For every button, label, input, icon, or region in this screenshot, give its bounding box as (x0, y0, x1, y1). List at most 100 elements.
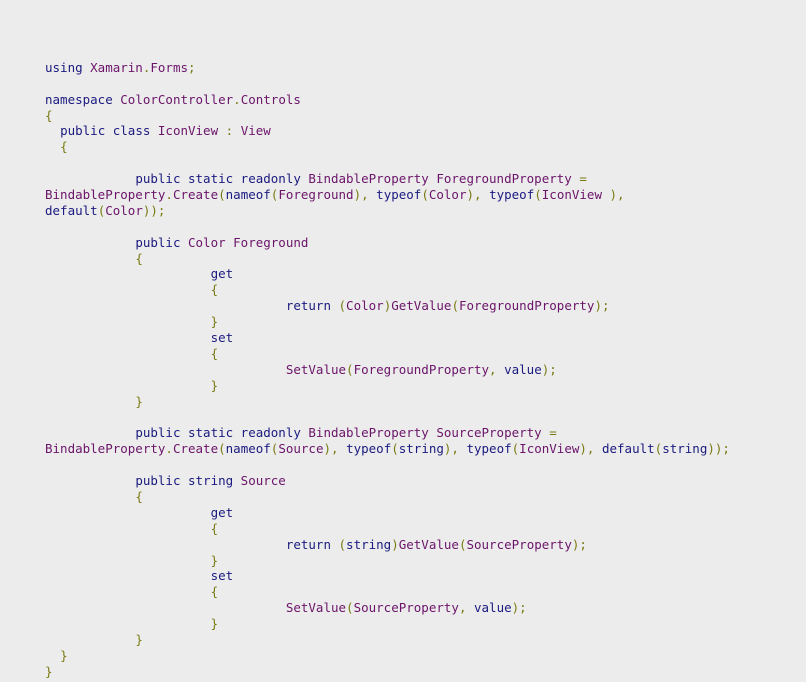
code-token: BindableProperty ForegroundProperty (308, 171, 580, 187)
code-line: { (45, 282, 730, 298)
code-token: , (489, 361, 505, 377)
code-line: return (Color)GetValue(ForegroundPropert… (45, 298, 730, 314)
code-token: } (210, 314, 219, 330)
code-line: default(Color)); (45, 203, 730, 219)
code-token: return (285, 298, 339, 314)
code-token: ForegroundProperty (353, 361, 490, 377)
code-token: Xamarin (90, 59, 143, 75)
code-token (45, 266, 211, 281)
code-token: typeof (466, 441, 512, 457)
code-token: { (210, 282, 219, 298)
code-line: get (45, 266, 730, 282)
code-line: { (45, 346, 730, 362)
code-token: ), (323, 441, 347, 457)
code-token: ; (188, 59, 196, 75)
code-token (45, 362, 286, 377)
code-token: } (210, 552, 219, 568)
code-token: ), (353, 187, 377, 203)
code-token: IconView (519, 441, 580, 457)
code-token: value (474, 600, 512, 616)
code-token (45, 632, 135, 647)
code-token: { (45, 107, 53, 123)
code-token: GetValue (391, 298, 452, 314)
code-token: ColorController (120, 91, 234, 107)
code-token: ( (270, 187, 279, 203)
code-token: BindableProperty (45, 441, 166, 457)
code-line: set (45, 330, 730, 346)
code-line: { (45, 584, 730, 600)
code-token (45, 489, 135, 504)
code-token (45, 346, 211, 361)
code-token: ( (451, 298, 459, 314)
code-token: ( (97, 202, 106, 218)
code-line: using Xamarin.Forms; (45, 60, 730, 76)
code-token: ( (346, 600, 354, 616)
code-token: ) (383, 298, 392, 314)
code-token (45, 139, 60, 154)
code-token (45, 425, 135, 440)
code-line: } (45, 553, 730, 569)
code-token: ( (391, 441, 399, 457)
code-token: ), (466, 187, 490, 203)
code-line: BindableProperty.Create(nameof(Source), … (45, 441, 730, 457)
code-token: public (135, 234, 188, 250)
code-line: { (45, 489, 730, 505)
code-line (45, 409, 730, 425)
code-token: Source (278, 441, 324, 457)
code-token: ForegroundProperty (458, 298, 595, 314)
code-line: SetValue(ForegroundProperty, value); (45, 362, 730, 378)
code-token: ); (541, 361, 557, 377)
code-line: } (45, 378, 730, 394)
code-token: { (210, 584, 219, 600)
code-token: . (142, 59, 151, 75)
code-token: public static readonly (135, 171, 309, 187)
code-token (45, 505, 211, 520)
code-token: View (240, 123, 271, 139)
code-token: SetValue (285, 600, 347, 616)
code-token: . (165, 187, 173, 203)
code-token: ( (346, 361, 354, 377)
code-token: Create (172, 441, 219, 457)
code-line: { (45, 139, 730, 155)
code-token: ); (571, 536, 587, 552)
code-token: default (601, 441, 655, 457)
code-token: { (210, 520, 219, 536)
code-token: nameof (225, 441, 271, 457)
code-token: ); (594, 298, 610, 314)
code-token: = (579, 171, 587, 187)
code-token: Color (428, 187, 467, 203)
code-token: SourceProperty (353, 600, 459, 616)
code-token: nameof (225, 187, 271, 203)
code-line: namespace ColorController.Controls (45, 92, 730, 108)
code-token (45, 600, 286, 615)
code-token: ), (601, 187, 625, 203)
code-token (45, 521, 211, 536)
code-line: public Color Foreground (45, 235, 730, 251)
code-token: value (504, 361, 542, 377)
code-token (45, 378, 211, 393)
code-line (45, 76, 730, 92)
code-token: ( (270, 441, 279, 457)
code-token: ( (421, 187, 429, 203)
code-token: ), (579, 441, 602, 457)
code-token: public class (60, 123, 158, 139)
code-token: set (210, 330, 234, 346)
code-token: { (60, 139, 68, 155)
code-token (45, 235, 135, 250)
code-token: } (210, 616, 219, 632)
code-token: ), (443, 441, 467, 457)
code-token: GetValue (398, 536, 459, 552)
code-token: string (398, 441, 444, 457)
code-token: . (233, 91, 241, 107)
code-token: public string (135, 473, 241, 489)
code-token: ( (511, 441, 520, 457)
code-token: ( (218, 187, 226, 203)
code-line (45, 457, 730, 473)
code-token: ); (511, 600, 527, 616)
code-token: )); (707, 441, 730, 457)
code-token (45, 330, 211, 345)
code-token (45, 298, 286, 313)
code-token: get (210, 266, 234, 282)
code-line: } (45, 394, 730, 410)
code-token: ( (338, 298, 347, 314)
